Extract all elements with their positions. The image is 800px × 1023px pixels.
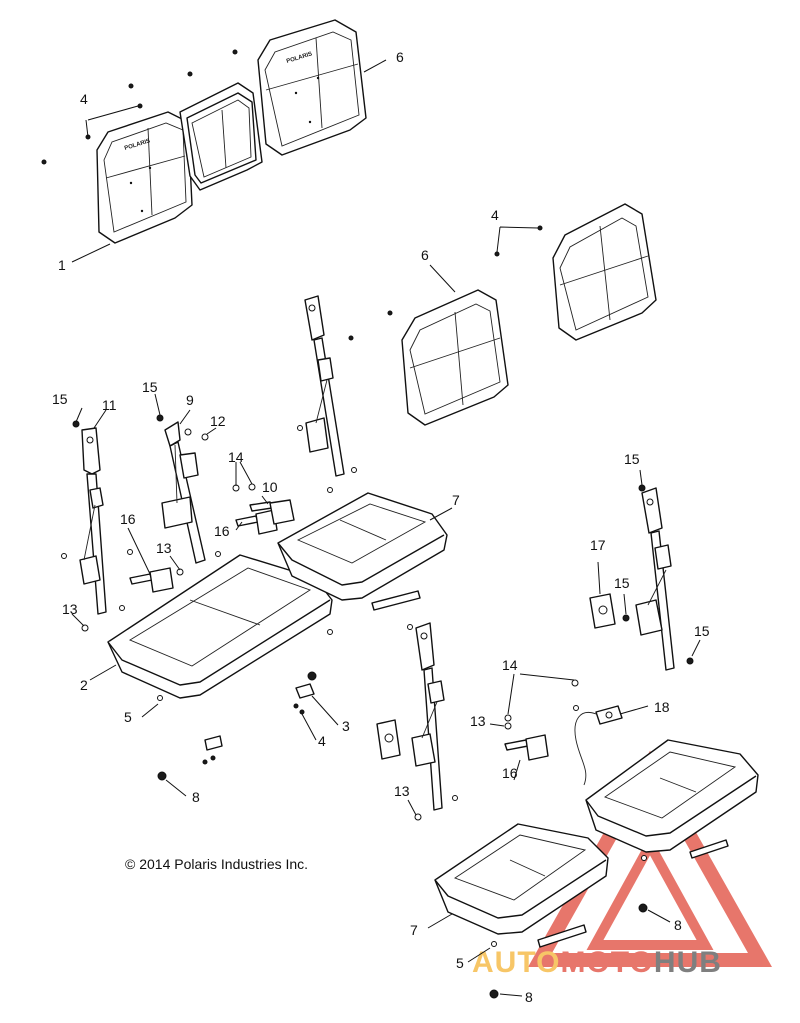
seat-back-center (179, 82, 263, 191)
callout-5-left: 5 (124, 709, 132, 725)
callout-16-right: 16 (502, 765, 518, 781)
watermark-hub: HUB (654, 946, 722, 979)
seat-belt-11 (79, 427, 107, 615)
callout-8-left: 8 (192, 789, 200, 805)
buckle-16-right (504, 734, 549, 761)
seat-back-far-right (552, 203, 657, 341)
bracket-lower-center (376, 719, 401, 760)
seat-back-left-1: POLARIS (96, 111, 193, 244)
callout-2: 2 (80, 677, 88, 693)
callout-13-lower: 13 (394, 783, 410, 799)
callout-labels: 1 2 3 4 4 4 5 5 6 6 7 7 8 8 8 9 10 11 12… (52, 49, 710, 1005)
callout-6-mid: 6 (421, 247, 429, 263)
cushion-bracket-upper (371, 590, 421, 611)
callout-13-mid: 13 (156, 540, 172, 556)
seat-belt-9 (161, 421, 206, 564)
callout-11: 11 (102, 397, 117, 413)
callout-14-right: 14 (502, 657, 518, 673)
callout-13-left: 13 (62, 601, 78, 617)
watermark-triangle-inner (586, 834, 714, 950)
seat-belt-center-upper (304, 295, 345, 477)
callout-18: 18 (654, 699, 670, 715)
callout-6-top: 6 (396, 49, 404, 65)
hardware-fasteners (61, 414, 694, 999)
leader-lines (71, 59, 701, 997)
seat-cushion-2 (107, 554, 333, 699)
cushion-bracket-lower (537, 839, 729, 948)
callout-15-c: 15 (624, 451, 640, 467)
callout-17: 17 (590, 537, 606, 553)
buckle-10 (249, 499, 295, 525)
callout-15-d: 15 (614, 575, 630, 591)
callout-8-right: 8 (674, 917, 682, 933)
callout-5-right: 5 (456, 955, 464, 971)
buckle-16-left (129, 567, 174, 593)
callout-3: 3 (342, 718, 350, 734)
callout-8-bottom: 8 (525, 989, 533, 1005)
callout-1: 1 (58, 257, 66, 273)
sensor-18 (573, 705, 623, 786)
svg-text:AUTOMOTOHUB: AUTOMOTOHUB (472, 946, 722, 979)
watermark-moto: MOTO (560, 946, 653, 979)
bracket-17 (589, 593, 616, 629)
callout-7-lower: 7 (410, 922, 418, 938)
callout-4-top: 4 (80, 91, 88, 107)
seat-belt-right (635, 487, 675, 671)
callout-7-upper: 7 (452, 492, 460, 508)
seat-back-middle-6 (401, 289, 509, 426)
watermark-auto: AUTO (472, 946, 560, 979)
callout-12: 12 (210, 413, 226, 429)
buckle-16-middle (235, 509, 278, 535)
callout-14-left: 14 (228, 449, 244, 465)
callout-15-e: 15 (694, 623, 710, 639)
copyright-notice: © 2014 Polaris Industries Inc. (125, 856, 308, 872)
callout-10: 10 (262, 479, 278, 495)
callout-15-b: 15 (142, 379, 158, 395)
seat-cushion-7-lower (434, 823, 609, 935)
callout-4-low: 4 (318, 733, 326, 749)
seat-cushion-7-upper (277, 492, 448, 601)
callout-4-mid: 4 (491, 207, 499, 223)
seat-cushion-far-right (585, 739, 759, 853)
callout-9: 9 (186, 392, 194, 408)
seat-back-right-6: POLARIS (257, 19, 367, 156)
callout-13-right: 13 (470, 713, 486, 729)
callout-16-mid: 16 (214, 523, 230, 539)
seat-belt-center-lower (411, 622, 445, 811)
callout-16-left: 16 (120, 511, 136, 527)
callout-15-a: 15 (52, 391, 68, 407)
